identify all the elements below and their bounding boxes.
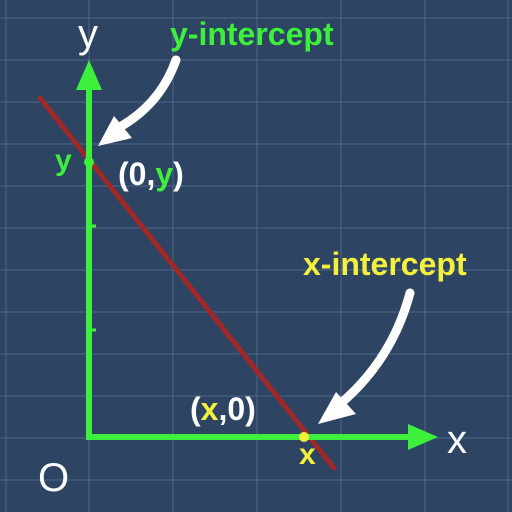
- origin-label: O: [38, 456, 70, 500]
- y-point-open: (0,: [118, 156, 156, 192]
- x-axis-label: x: [447, 418, 467, 462]
- y-intercept-value: y: [55, 144, 72, 177]
- y-axis-arrowhead: [76, 60, 102, 90]
- x-axis-arrowhead: [408, 424, 438, 450]
- y-axis-label: y: [78, 12, 98, 56]
- y-point-var: y: [155, 156, 174, 192]
- y-point-close: ): [173, 156, 184, 192]
- x-intercept-value: x: [299, 438, 316, 471]
- graph-line: [37, 95, 337, 471]
- x-intercept-coordinates: (x,0): [190, 393, 256, 425]
- y-intercept-point: [84, 157, 94, 167]
- arrow-to-y-intercept-icon: [98, 55, 181, 146]
- x-intercept-point: [299, 432, 309, 442]
- x-intercept-callout: x-intercept: [303, 246, 467, 282]
- x-point-close: ,0): [218, 391, 256, 427]
- arrow-to-x-intercept-icon: [318, 288, 415, 424]
- y-intercept-coordinates: (0,y): [118, 158, 184, 190]
- x-point-open: (: [190, 391, 201, 427]
- x-point-var: x: [200, 391, 219, 427]
- y-intercept-callout: y-intercept: [170, 16, 334, 52]
